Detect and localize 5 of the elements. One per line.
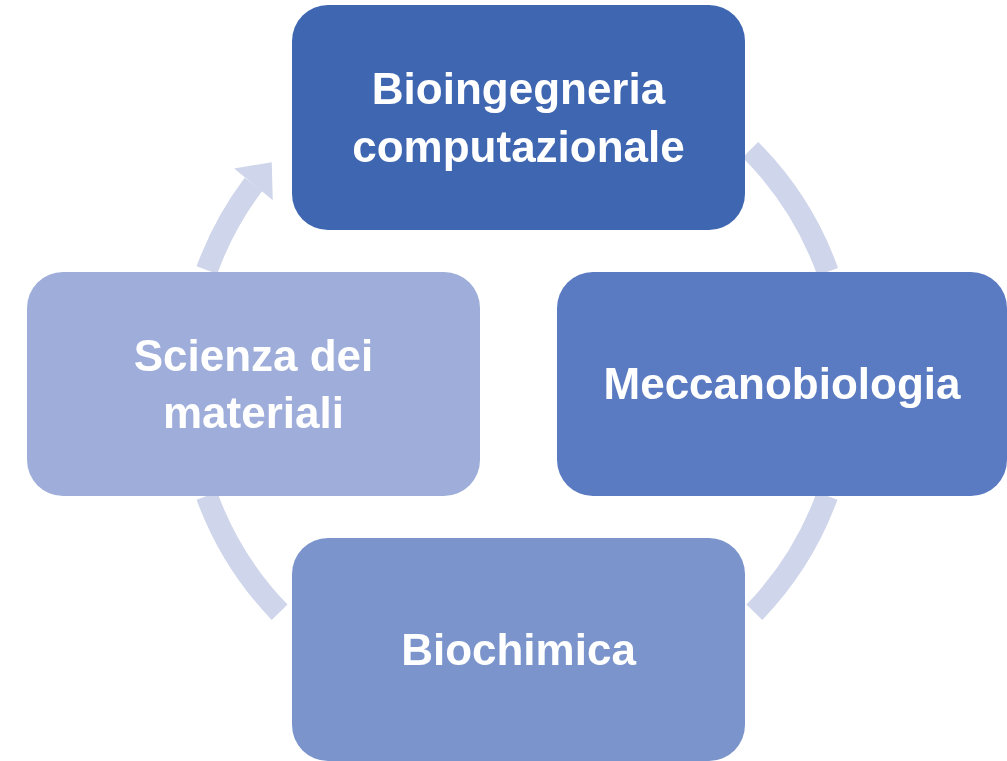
topic-box: Scienza dei materiali: [27, 272, 480, 496]
topic-box: Bioingegneria computazionale: [292, 5, 745, 230]
topic-box: Biochimica: [292, 538, 745, 761]
cycle-arrow: [196, 162, 273, 275]
topic-box: Meccanobiologia: [557, 272, 1007, 496]
